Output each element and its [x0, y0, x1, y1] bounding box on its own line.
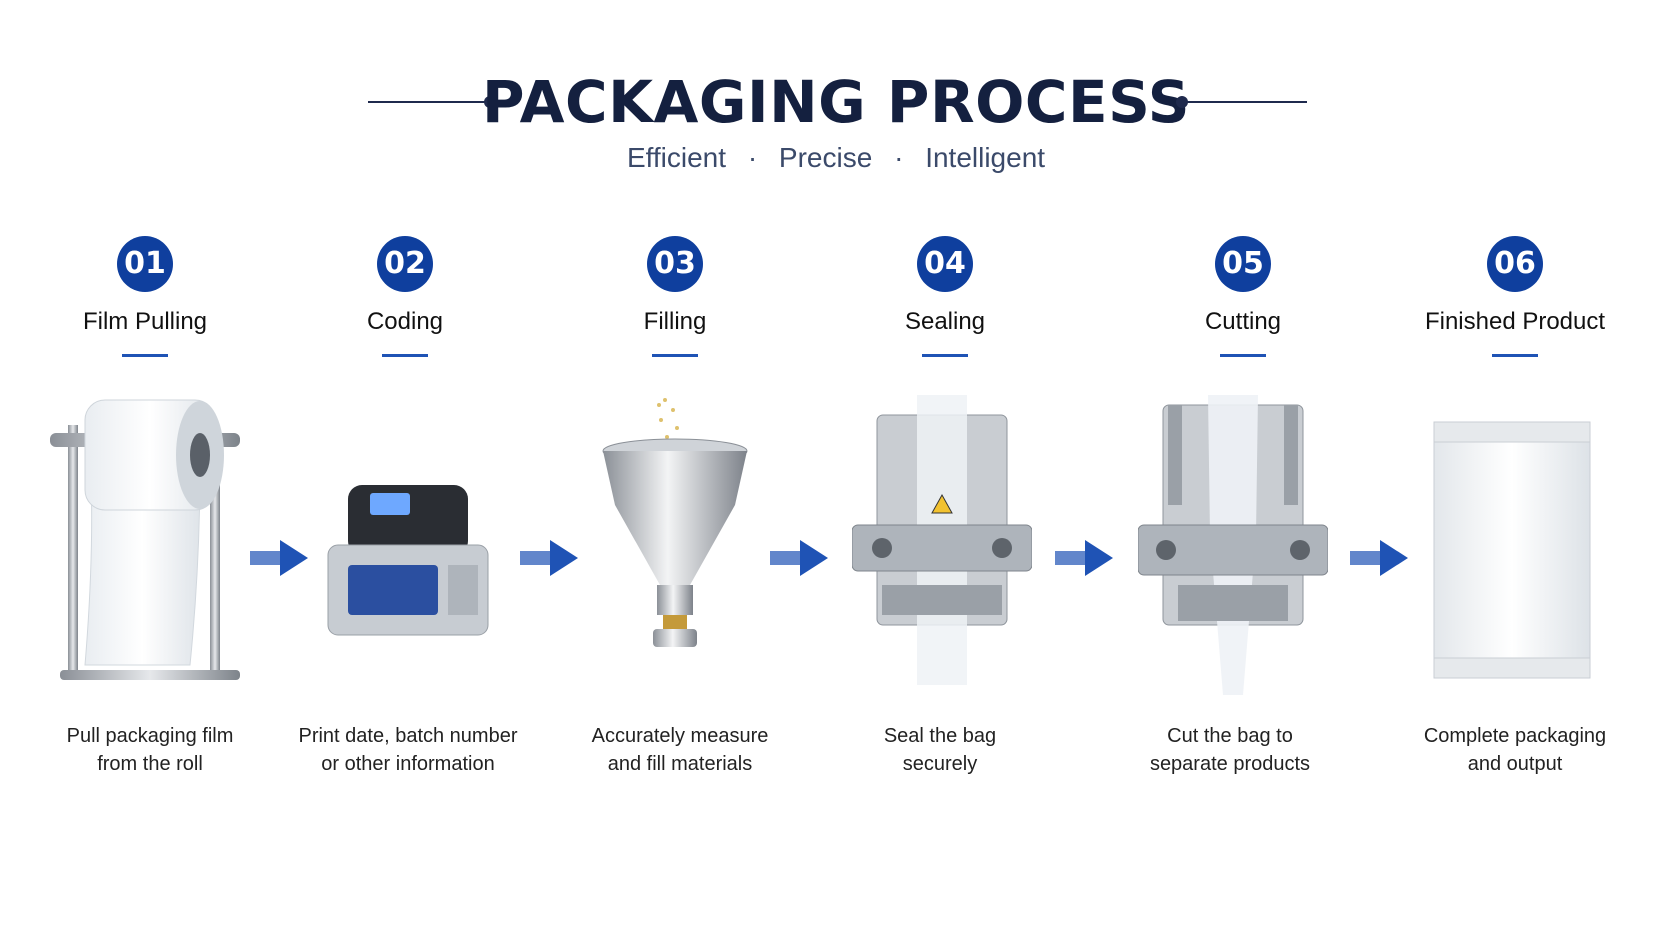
step-number-badge: 01: [117, 236, 173, 292]
subtitle-intelligent: Intelligent: [925, 142, 1046, 173]
arrow-right-icon: [770, 540, 828, 576]
description-line: from the roll: [97, 753, 203, 775]
step-2-header: 02 Coding: [275, 236, 535, 357]
arrow-right-icon: [250, 540, 308, 576]
subtitle-efficient: Efficient: [626, 142, 727, 173]
arrow-right-icon: [1055, 540, 1113, 576]
description-line: Print date, batch number: [298, 725, 518, 747]
step-2-description: Print date, batch number or other inform…: [278, 722, 538, 778]
step-1-description: Pull packaging film from the roll: [20, 722, 280, 778]
subtitle-separator: ·: [747, 142, 758, 173]
step-number-badge: 05: [1215, 236, 1271, 292]
description-line: Complete packaging: [1423, 725, 1607, 747]
step-3-header: 03 Filling: [545, 236, 805, 357]
description-line: separate products: [1149, 753, 1311, 775]
film-roll-icon: [50, 399, 240, 680]
subtitle-precise: Precise: [778, 142, 873, 173]
title-block: PACKAGING PROCESS: [0, 68, 1672, 138]
step-title: Cutting: [1204, 308, 1282, 335]
step-underline: [1220, 354, 1266, 357]
step-title: Film Pulling: [82, 308, 208, 335]
step-title: Finished Product: [1424, 308, 1606, 335]
subtitle: Efficient · Precise · Intelligent: [0, 142, 1672, 174]
page-title: PACKAGING PROCESS: [481, 68, 1191, 136]
packaged-bag-icon: [1433, 421, 1591, 679]
title-divider-left: [368, 101, 490, 103]
cutting-unit-icon: [1138, 395, 1328, 695]
description-line: securely: [902, 753, 978, 775]
step-underline: [1492, 354, 1538, 357]
step-4-description: Seal the bag securely: [810, 722, 1070, 778]
description-line: Accurately measure: [591, 725, 769, 747]
step-underline: [122, 354, 168, 357]
description-line: and output: [1467, 753, 1563, 775]
step-number-badge: 03: [647, 236, 703, 292]
sealing-unit-icon: [852, 395, 1032, 685]
step-underline: [382, 354, 428, 357]
description-line: Pull packaging film: [66, 725, 234, 747]
description-line: Seal the bag: [883, 725, 997, 747]
description-line: and fill materials: [607, 753, 753, 775]
arrow-right-icon: [1350, 540, 1408, 576]
title-dot-left: [484, 96, 496, 108]
hopper-icon: [602, 398, 748, 647]
coding-printer-icon: [327, 485, 489, 636]
step-3-description: Accurately measure and fill materials: [550, 722, 810, 778]
step-underline: [922, 354, 968, 357]
step-title: Filling: [643, 308, 707, 335]
title-dot-right: [1176, 96, 1188, 108]
step-number-badge: 06: [1487, 236, 1543, 292]
step-5-header: 05 Cutting: [1113, 236, 1373, 357]
step-underline: [652, 354, 698, 357]
step-6-description: Complete packaging and output: [1385, 722, 1645, 778]
title-divider-right: [1185, 101, 1307, 103]
step-1-header: 01 Film Pulling: [15, 236, 275, 357]
step-number-badge: 04: [917, 236, 973, 292]
arrow-right-icon: [520, 540, 578, 576]
step-6-header: 06 Finished Product: [1385, 236, 1645, 357]
step-number-badge: 02: [377, 236, 433, 292]
step-5-description: Cut the bag to separate products: [1100, 722, 1360, 778]
description-line: Cut the bag to: [1167, 725, 1293, 747]
subtitle-separator: ·: [894, 142, 904, 173]
step-4-header: 04 Sealing: [815, 236, 1075, 357]
step-title: Sealing: [904, 308, 986, 335]
description-line: or other information: [321, 753, 495, 775]
step-title: Coding: [366, 308, 444, 335]
